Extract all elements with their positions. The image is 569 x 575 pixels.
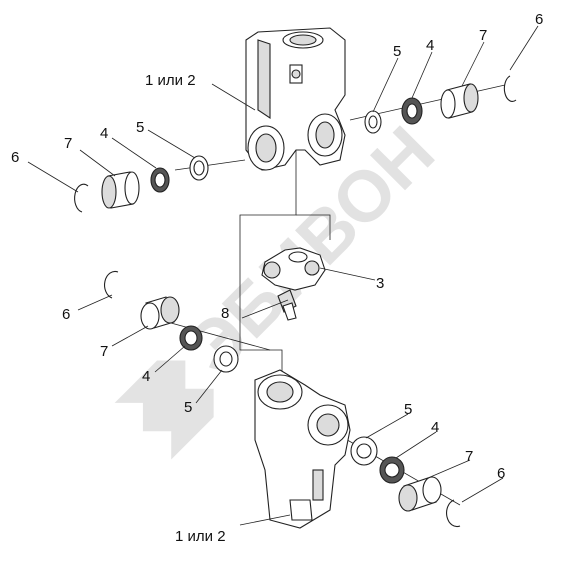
label-6-bottom-right: 6: [497, 465, 505, 482]
top-right-bearing-7: [440, 83, 479, 119]
top-right-circlip-6: [503, 75, 517, 102]
mid-left-ring-4: [179, 325, 203, 351]
top-left-seal-5: [189, 155, 209, 181]
mid-left-seal-5: [213, 345, 239, 373]
bottom-right-bearing-7: [398, 476, 442, 512]
label-4-top-left: 4: [100, 125, 108, 142]
label-fitting-8: 8: [221, 305, 229, 322]
part-labels: 1 или 2 3 8 5 4 7 6 6 7 4 5 6 7 4 5 5 4 …: [11, 11, 543, 545]
cross-spider: [261, 247, 326, 291]
top-left-bearing-7: [101, 171, 140, 209]
label-7-mid-left: 7: [100, 343, 108, 360]
label-bottom-fork: 1 или 2: [175, 528, 226, 545]
label-5-top-right: 5: [393, 43, 401, 60]
top-right-ring-4: [401, 97, 423, 125]
label-4-mid-left: 4: [142, 368, 150, 385]
bottom-right-ring-4: [379, 456, 405, 484]
label-4-top-right: 4: [426, 37, 434, 54]
label-6-mid-left: 6: [62, 306, 70, 323]
bottom-right-seal-5: [350, 436, 378, 466]
label-5-mid-left: 5: [184, 399, 192, 416]
top-left-circlip-6: [74, 183, 89, 213]
label-cross-3: 3: [376, 275, 384, 292]
top-right-seal-5: [364, 110, 382, 134]
label-7-bottom-right: 7: [465, 448, 473, 465]
label-7-top-left: 7: [64, 135, 72, 152]
label-7-top-right: 7: [479, 27, 487, 44]
label-4-bottom-right: 4: [431, 419, 439, 436]
label-6-top-left: 6: [11, 149, 19, 166]
top-left-ring-4: [150, 167, 170, 193]
bottom-yoke-fork: [254, 369, 351, 529]
grease-fitting: [277, 289, 297, 321]
top-yoke-fork: [245, 27, 346, 171]
bottom-right-circlip-6: [446, 499, 461, 528]
leader-lines: [27, 25, 539, 526]
label-top-fork: 1 или 2: [145, 72, 196, 89]
mid-left-circlip-6: [104, 270, 119, 299]
label-6-top-right: 6: [535, 11, 543, 28]
mid-left-bearing-7: [140, 296, 180, 330]
label-5-bottom-right: 5: [404, 401, 412, 418]
label-5-top-left: 5: [136, 119, 144, 136]
